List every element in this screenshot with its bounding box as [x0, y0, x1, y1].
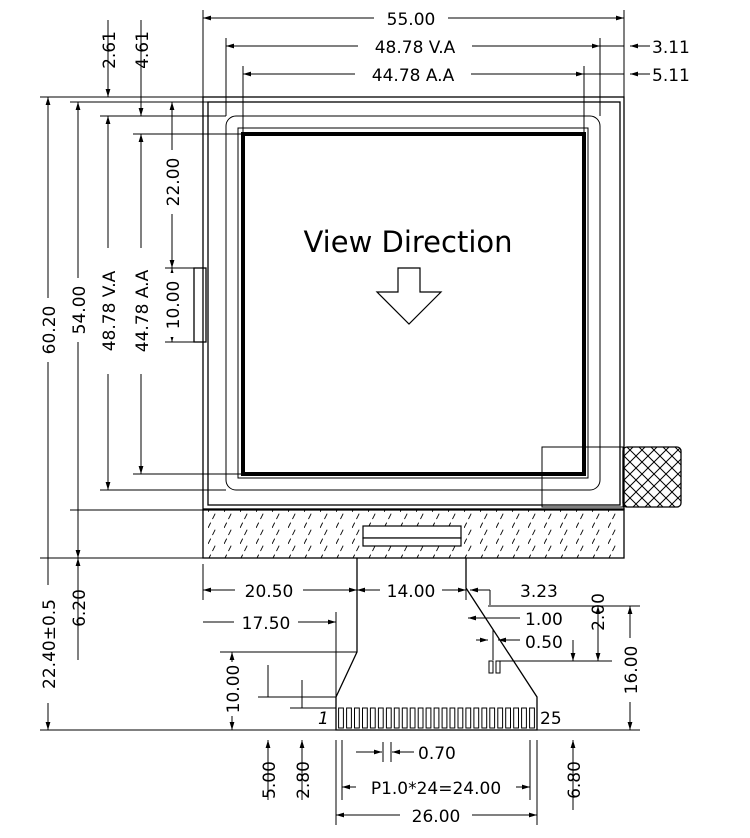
fpc-pin	[441, 707, 448, 729]
dim-tab-position: 22.00	[164, 158, 184, 207]
fpc-pin	[425, 707, 432, 729]
top-dimensions: 55.00 48.78 V.A 44.78 A.A 3.11 5.11	[202, 7, 690, 134]
dim-tab-width: 10.00	[164, 281, 184, 330]
fpc-pin	[377, 707, 384, 729]
glass-ledge-hatched	[202, 509, 625, 559]
fpc-pin	[473, 707, 480, 729]
dim-fpc-total-width: 26.00	[412, 807, 461, 827]
fpc-pin	[529, 707, 535, 729]
fpc-dimensions: 20.50 14.00 3.23 17.50 1.00 0.50 2.00 16…	[202, 564, 642, 827]
fpc-pin	[489, 707, 496, 729]
fpc-pin	[481, 707, 488, 729]
left-dimensions: 60.20 54.00 48.78 V.A 44.78 A.A 2.61 4.6…	[38, 20, 336, 731]
dim-va-right-offset: 3.11	[652, 38, 690, 58]
dim-fpc-top-width: 14.00	[387, 582, 436, 602]
dim-fpc-left-offset: 20.50	[245, 582, 294, 602]
fpc-pin	[393, 707, 400, 729]
dim-pin-width: 0.50	[525, 633, 563, 653]
dim-pad-height: 5.00	[260, 761, 280, 799]
dim-active-area-width: 44.78 A.A	[372, 66, 455, 86]
dim-pin-gap: 1.00	[525, 610, 563, 630]
fpc-pins	[338, 707, 535, 729]
fpc-pin	[433, 707, 440, 729]
fpc-pin	[369, 707, 376, 729]
dim-view-area-height: 48.78 V.A	[100, 270, 120, 351]
dim-va-top-offset: 2.61	[100, 31, 120, 69]
dim-view-area-width: 48.78 V.A	[375, 38, 456, 58]
fpc-pin	[505, 707, 512, 729]
dim-width-total: 55.00	[387, 10, 436, 30]
dim-taper-height: 10.00	[224, 665, 244, 714]
dim-height-glass: 54.00	[70, 286, 90, 335]
dim-fpc-right-offset: 3.23	[520, 582, 558, 602]
dim-fpc-inner-offset: 17.50	[242, 614, 291, 634]
fpc-pin	[449, 707, 456, 729]
view-direction: View Direction	[303, 225, 513, 325]
fpc-pin	[513, 707, 520, 729]
dim-fpc-length: 22.40±0.5	[40, 599, 60, 689]
fpc-pin	[338, 707, 344, 729]
fpc-pin	[354, 707, 360, 729]
fpc-pin	[417, 707, 424, 729]
fpc-pin	[409, 707, 416, 729]
fpc-pin	[362, 707, 368, 729]
dim-active-area-height: 44.78 A.A	[133, 269, 153, 352]
dim-fpc-height: 16.00	[622, 646, 642, 695]
fpc-pin	[521, 707, 527, 729]
dim-stiffener: 2.80	[294, 761, 314, 799]
pin-last-label: 25	[540, 709, 562, 729]
fpc-pin	[497, 707, 504, 729]
dim-aa-right-offset: 5.11	[652, 66, 690, 86]
fpc-pin	[385, 707, 392, 729]
fpc-pin	[346, 707, 352, 729]
down-arrow-icon	[375, 267, 443, 325]
dim-bottom-offset: 6.80	[565, 761, 585, 799]
dim-fpc-step: 6.20	[70, 589, 90, 627]
fpc-pin	[457, 707, 464, 729]
dim-notch-height: 2.00	[589, 593, 609, 631]
pin-first-label: 1	[318, 709, 329, 729]
dim-height-total: 60.20	[40, 306, 60, 355]
dim-aa-top-offset: 4.61	[133, 31, 153, 69]
fpc-pin	[465, 707, 472, 729]
dim-pitch: P1.0*24=24.00	[371, 779, 501, 799]
module-outline	[193, 96, 682, 510]
fpc-pin	[401, 707, 408, 729]
fpc-tail: 1 25	[318, 558, 562, 731]
dim-pin-pitch-width: 0.70	[418, 744, 456, 764]
view-direction-label: View Direction	[303, 225, 512, 259]
